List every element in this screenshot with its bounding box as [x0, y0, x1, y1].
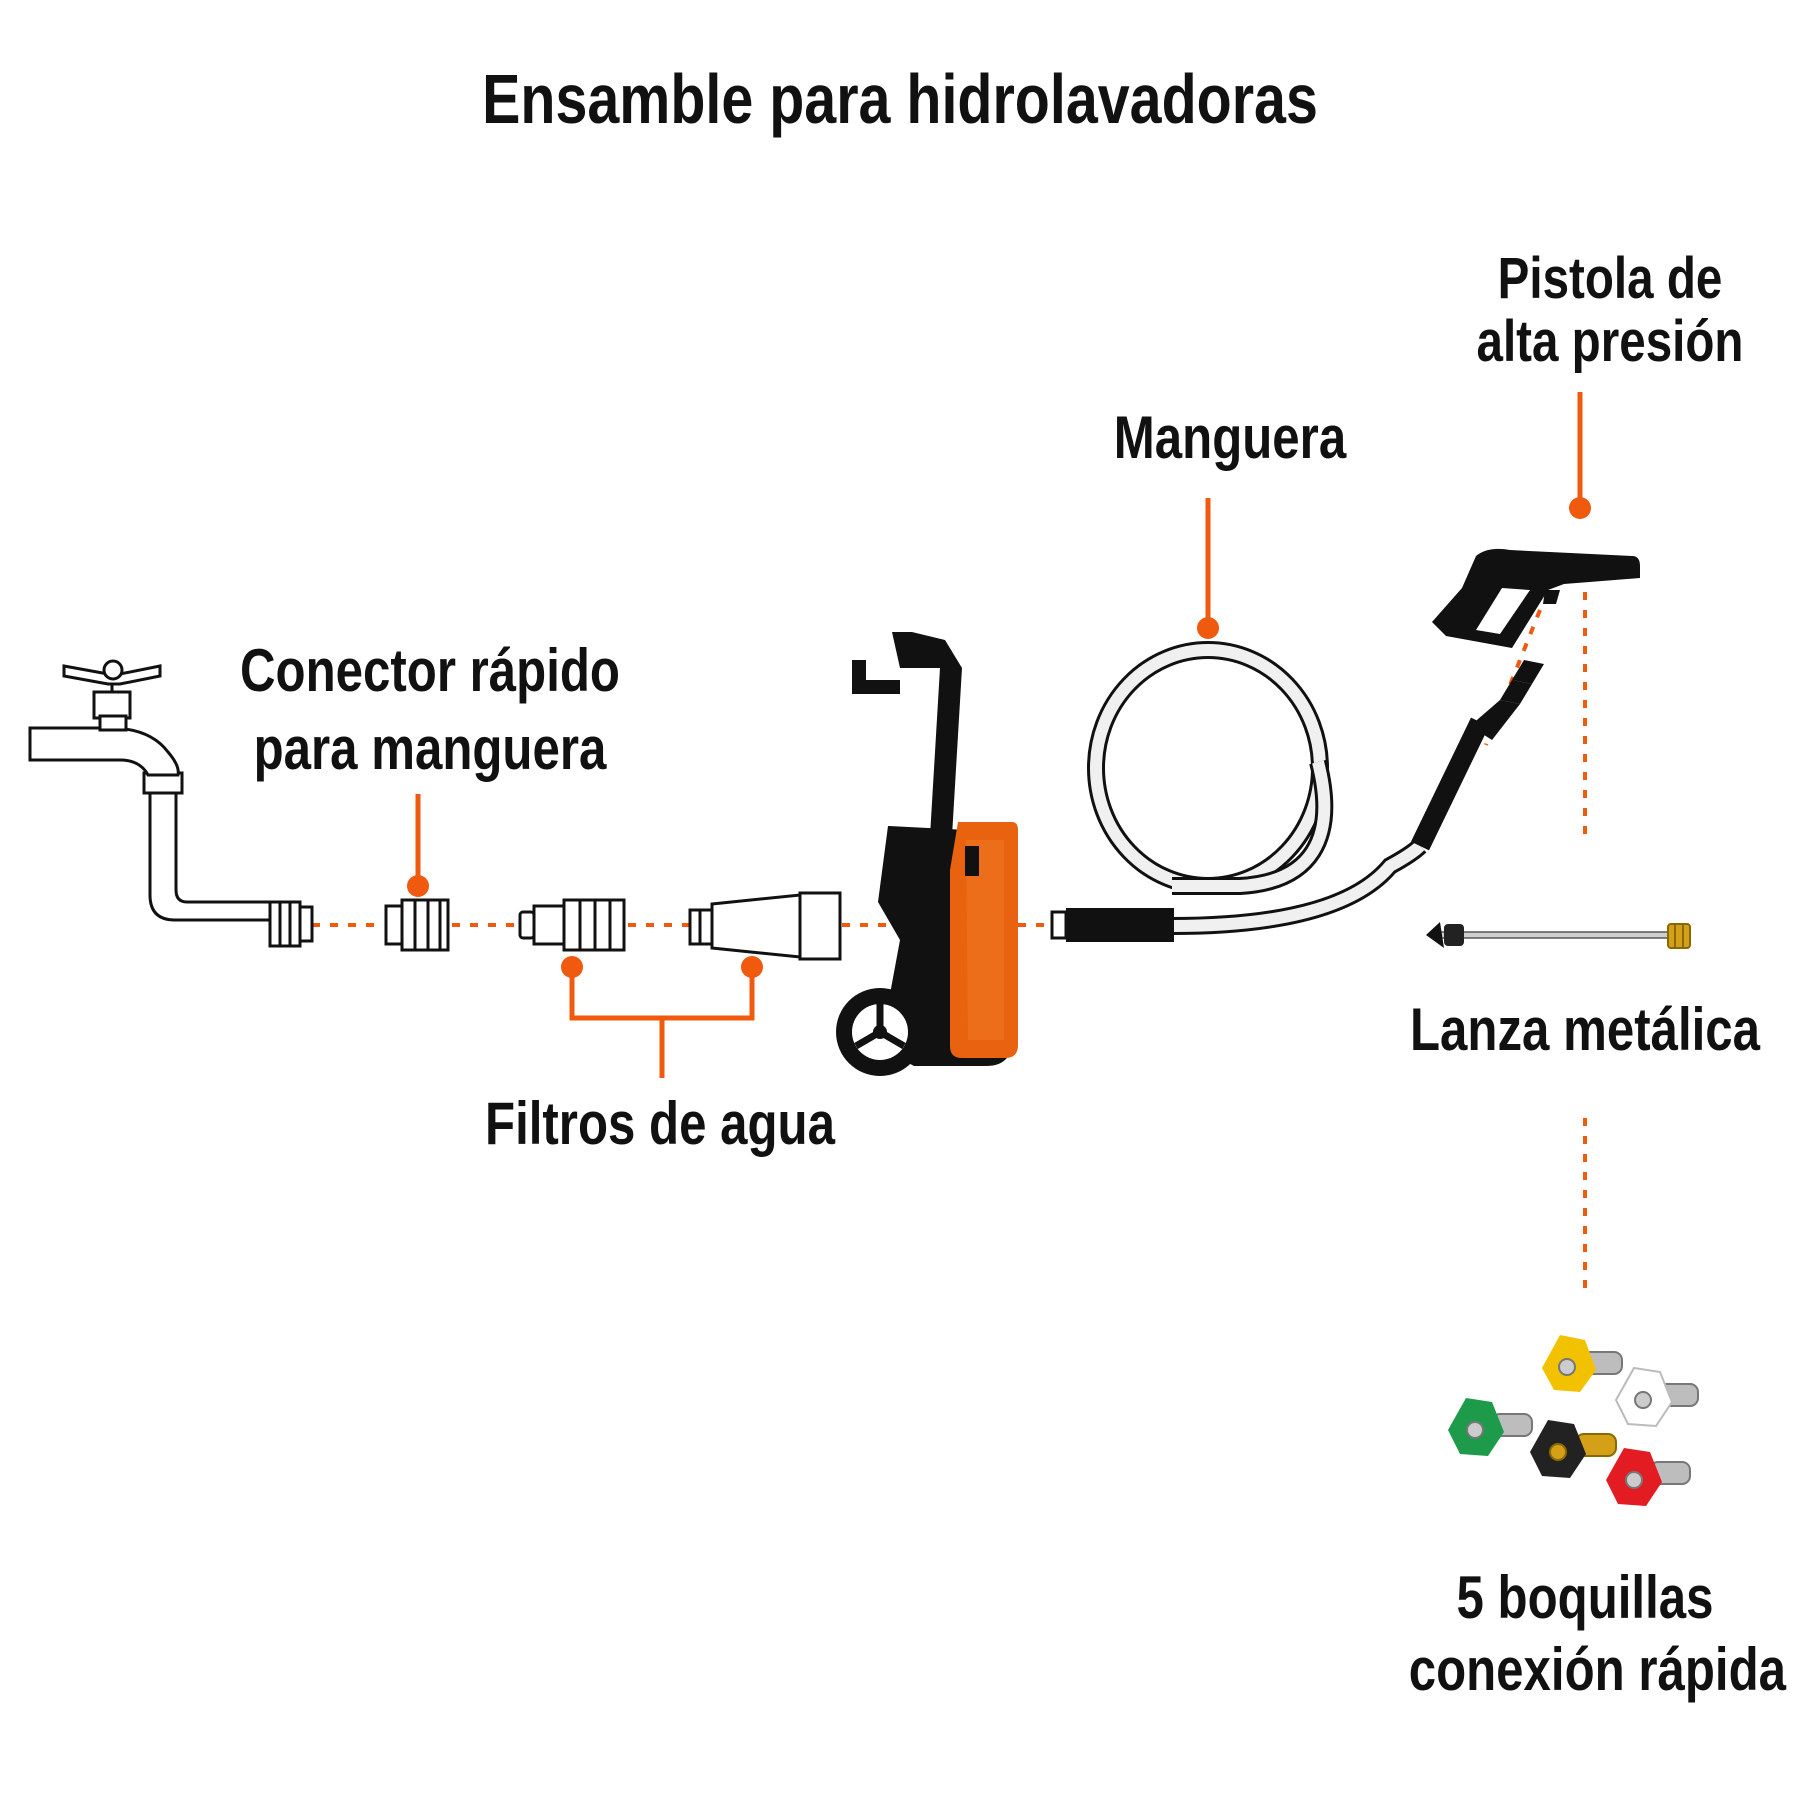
pressure-washer-icon	[836, 632, 1018, 1076]
label-quick-connector-line-2: para manguera	[253, 715, 607, 782]
dot-filter-2	[741, 956, 763, 978]
nozzle-yellow-icon	[1542, 1335, 1623, 1392]
nozzle-white-icon	[1614, 1366, 1699, 1428]
label-nozzles-line-1: 5 boquillas	[1456, 1564, 1714, 1631]
leader-filters-bracket	[569, 965, 755, 1078]
label-spray-gun-line-2: alta presión	[1476, 308, 1744, 374]
dot-spray-gun	[1569, 497, 1591, 519]
connection-lines	[312, 592, 1587, 1290]
label-water-filters: Filtros de agua	[485, 1090, 835, 1157]
label-spray-gun-line-1: Pistola de	[1497, 246, 1723, 311]
dot-filter-1	[561, 956, 583, 978]
dotted-line-gun-hose	[1484, 609, 1542, 746]
nozzle-red-icon	[1606, 1448, 1691, 1506]
filter-adapter-icon	[518, 898, 626, 952]
nozzle-green-icon	[1448, 1398, 1533, 1456]
nozzle-set-icon	[1448, 1335, 1699, 1506]
metal-lance-icon	[1426, 922, 1691, 949]
faucet-icon	[28, 659, 314, 948]
label-spray-gun: Pistola de alta presión	[1438, 246, 1782, 374]
hose-reel-icon	[1050, 641, 1490, 942]
callout-dots	[407, 497, 1591, 978]
callout-leaders	[415, 392, 1583, 1078]
water-filter-icon	[688, 891, 842, 961]
spray-gun-icon	[1432, 548, 1640, 740]
dot-connector	[407, 875, 429, 897]
dot-hose	[1197, 617, 1219, 639]
label-nozzles: 5 boquillas conexión rápida	[1408, 1562, 1786, 1706]
nozzle-black-icon	[1530, 1420, 1617, 1478]
label-hose: Manguera	[1113, 404, 1347, 471]
label-nozzles-line-2: conexión rápida	[1408, 1636, 1786, 1703]
label-quick-connector-line-1: Conector rápido	[240, 637, 620, 704]
label-metal-lance: Lanza metálica	[1409, 996, 1761, 1063]
page-title: Ensamble para hidrolavadoras	[482, 60, 1318, 138]
label-quick-connector: Conector rápido para manguera	[217, 632, 643, 788]
quick-connector-icon	[384, 898, 450, 952]
